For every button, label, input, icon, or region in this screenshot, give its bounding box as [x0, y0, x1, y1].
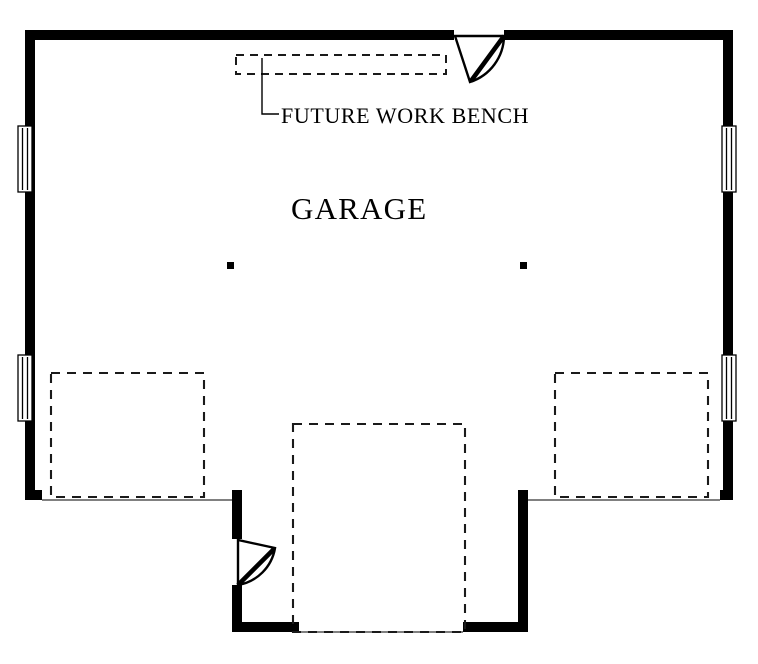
window-left-upper[interactable]: [17, 125, 33, 193]
side-door-alcove[interactable]: [236, 538, 277, 587]
parking-bay-right-outline: [553, 371, 710, 499]
garage-door-opening-right: [528, 489, 720, 501]
column-right-marker: [520, 262, 527, 269]
doors-group: [236, 34, 506, 587]
windows-group: [17, 125, 737, 422]
parking-bay-left-outline: [49, 371, 206, 499]
parking-bay-center-outline: [291, 422, 467, 634]
column-left-marker: [227, 262, 234, 269]
dashed-regions-group: [49, 54, 710, 634]
future-work-bench-label: FUTURE WORK BENCH: [281, 103, 530, 128]
service-door-top[interactable]: [453, 34, 506, 84]
entry-opening-center: [299, 621, 463, 633]
window-right-lower[interactable]: [721, 354, 737, 422]
garage-room-label: GARAGE: [291, 191, 428, 226]
window-left-lower[interactable]: [17, 354, 33, 422]
column-markers-group: [227, 262, 527, 269]
future-work-bench-outline: [235, 54, 447, 75]
workbench-leader-line: [261, 58, 279, 115]
window-right-upper[interactable]: [721, 125, 737, 193]
